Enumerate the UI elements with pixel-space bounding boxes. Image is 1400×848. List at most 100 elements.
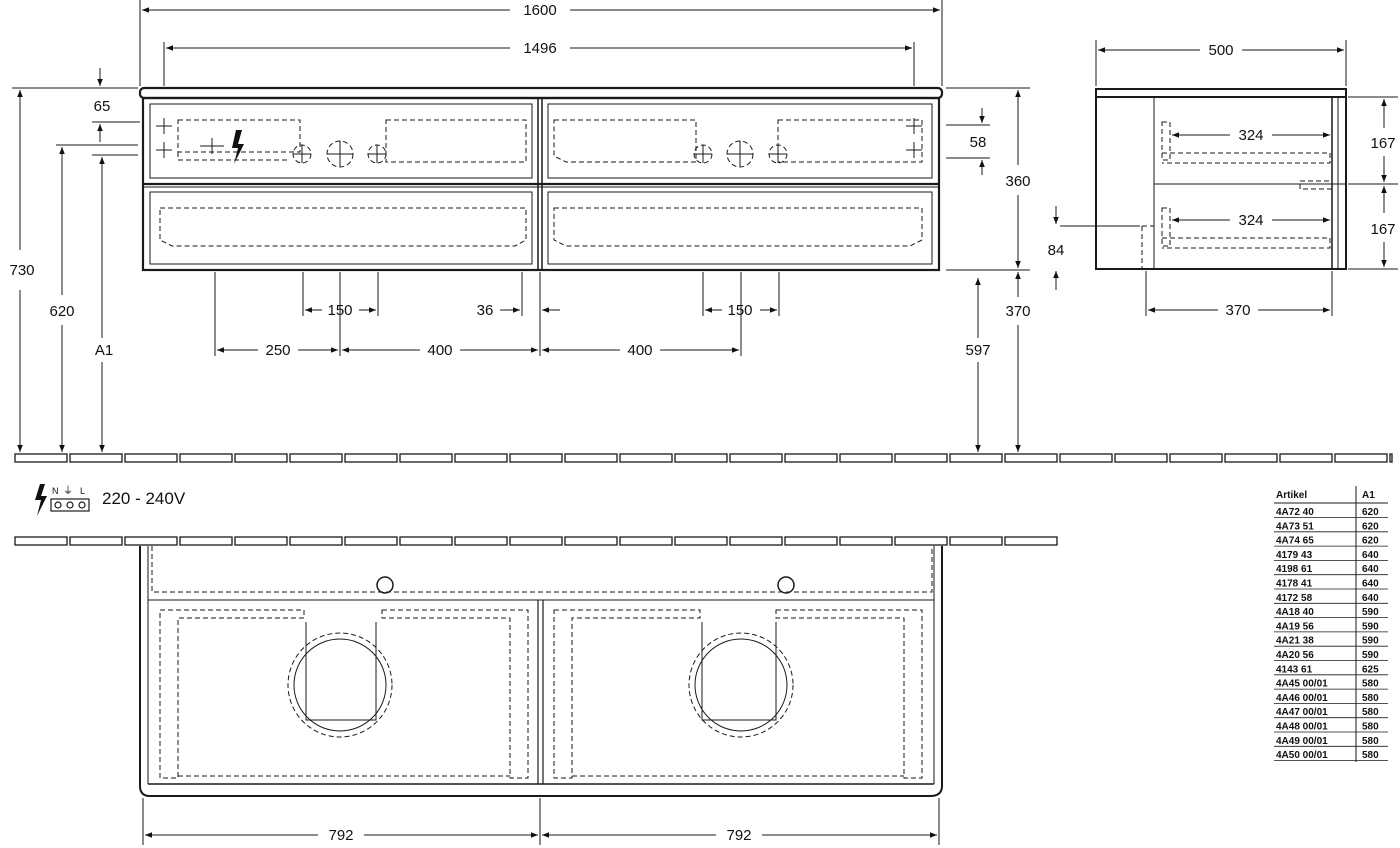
table-cell-a1: 640 — [1362, 550, 1379, 561]
dim-324-top: 324 — [1238, 127, 1263, 144]
table-cell-a1: 580 — [1362, 750, 1379, 761]
front-top-slab — [138, 86, 944, 100]
lightning-icon — [35, 484, 47, 516]
lightning-icon — [232, 130, 244, 164]
table-row: 4A50 00/01 580 — [1274, 750, 1388, 761]
table-row: 4A19 56 590 — [1274, 621, 1388, 632]
table-cell-artikel: 4A47 00/01 — [1276, 707, 1328, 718]
table-cell-artikel: 4A46 00/01 — [1276, 693, 1328, 704]
table-cell-a1: 640 — [1362, 579, 1379, 590]
label-l: L — [80, 486, 85, 496]
table-cell-a1: 640 — [1362, 593, 1379, 604]
plan-view: 792 792 — [139, 546, 943, 845]
table-row: 4A45 00/01 580 — [1274, 679, 1388, 690]
siphon-cutout-left — [287, 632, 393, 738]
dim-370: 370 — [1005, 303, 1030, 320]
dim-167-bottom: 167 — [1370, 221, 1395, 238]
table-cell-artikel: 4172 58 — [1276, 593, 1313, 604]
tap-hole-left — [376, 576, 394, 594]
table-cell-artikel: 4A19 56 — [1276, 621, 1314, 632]
voltage-label: 220 - 240V — [102, 489, 186, 508]
wall-hatch — [14, 536, 1058, 546]
dim-730: 730 — [9, 262, 34, 279]
siphon-cutout-right — [688, 632, 794, 738]
table-row: 4198 61 640 — [1274, 564, 1388, 575]
table-row: 4A21 38 590 — [1274, 636, 1388, 647]
side-top-slab — [1095, 88, 1347, 98]
electrical-connection-note: N ⏚ L 220 - 240V — [35, 484, 186, 516]
table-cell-a1: 590 — [1362, 650, 1379, 661]
table-row: 4172 58 640 — [1274, 593, 1388, 604]
table-cell-artikel: 4A73 51 — [1276, 521, 1314, 532]
table-cell-a1: 590 — [1362, 621, 1379, 632]
dim-150-right: 150 — [727, 302, 752, 319]
dim-400-left: 400 — [427, 342, 452, 359]
dim-250: 250 — [265, 342, 290, 359]
table-row: 4A18 40 590 — [1274, 607, 1388, 618]
table-cell-artikel: 4143 61 — [1276, 664, 1313, 675]
dim-150-left: 150 — [327, 302, 352, 319]
dim-400-right: 400 — [627, 342, 652, 359]
dim-500: 500 — [1208, 42, 1233, 59]
table-row: 4179 43 640 — [1274, 550, 1388, 561]
table-cell-a1: 625 — [1362, 664, 1379, 675]
table-cell-a1: 580 — [1362, 736, 1379, 747]
corner-marks — [156, 118, 922, 158]
table-cell-artikel: 4A45 00/01 — [1276, 679, 1328, 690]
front-dimensions: 1600 1496 65 730 620 A1 58 — [9, 0, 1031, 452]
table-cell-artikel: 4A74 65 — [1276, 536, 1314, 547]
dim-1496: 1496 — [523, 40, 556, 57]
label-earth: ⏚ — [63, 485, 73, 497]
table-row: 4178 41 640 — [1274, 579, 1388, 590]
dim-360: 360 — [1005, 173, 1030, 190]
table-cell-artikel: 4179 43 — [1276, 550, 1313, 561]
dim-58: 58 — [970, 134, 987, 151]
table-row: 4A72 40 620 — [1274, 507, 1388, 518]
side-elevation: 500 324 324 167 167 84 370 — [1048, 40, 1398, 319]
socket-icon — [50, 498, 90, 512]
dim-620: 620 — [49, 303, 74, 320]
table-cell-artikel: 4A50 00/01 — [1276, 750, 1328, 761]
dim-792-left: 792 — [328, 827, 353, 844]
table-cell-a1: 590 — [1362, 636, 1379, 647]
dim-167-top: 167 — [1370, 135, 1395, 152]
tap-hole-right — [777, 576, 795, 594]
table-cell-artikel: 4A20 56 — [1276, 650, 1314, 661]
table-cell-a1: 580 — [1362, 693, 1379, 704]
dim-65: 65 — [94, 98, 111, 115]
label-n: N — [52, 486, 59, 496]
table-cell-a1: 580 — [1362, 679, 1379, 690]
table-cell-artikel: 4198 61 — [1276, 564, 1313, 575]
table-cell-artikel: 4A49 00/01 — [1276, 736, 1328, 747]
table-header-artikel: Artikel — [1276, 490, 1307, 501]
tap-holes-right — [693, 140, 788, 168]
dim-792-right: 792 — [726, 827, 751, 844]
tap-holes-left — [292, 140, 387, 168]
front-elevation — [138, 86, 944, 272]
table-cell-a1: 580 — [1362, 707, 1379, 718]
dim-324-bottom: 324 — [1238, 212, 1263, 229]
table-cell-artikel: 4A18 40 — [1276, 607, 1314, 618]
table-cell-a1: 620 — [1362, 521, 1379, 532]
dim-1600: 1600 — [523, 2, 556, 19]
table-row: 4A20 56 590 — [1274, 650, 1388, 661]
table-row: 4A48 00/01 580 — [1274, 722, 1388, 733]
table-cell-a1: 590 — [1362, 607, 1379, 618]
table-cell-a1: 620 — [1362, 507, 1379, 518]
table-cell-artikel: 4178 41 — [1276, 579, 1313, 590]
table-cell-a1: 580 — [1362, 722, 1379, 733]
table-cell-artikel: 4A72 40 — [1276, 507, 1314, 518]
table-row: 4A49 00/01 580 — [1274, 736, 1388, 747]
floor-hatch — [14, 453, 1393, 463]
dim-36: 36 — [477, 302, 494, 319]
table-cell-artikel: 4A48 00/01 — [1276, 722, 1328, 733]
side-body — [1095, 96, 1347, 270]
table-cell-artikel: 4A21 38 — [1276, 636, 1314, 647]
plan-top-outline — [139, 546, 943, 797]
table-cell-a1: 640 — [1362, 564, 1379, 575]
table-row: 4A47 00/01 580 — [1274, 707, 1388, 718]
dim-84: 84 — [1048, 242, 1065, 259]
